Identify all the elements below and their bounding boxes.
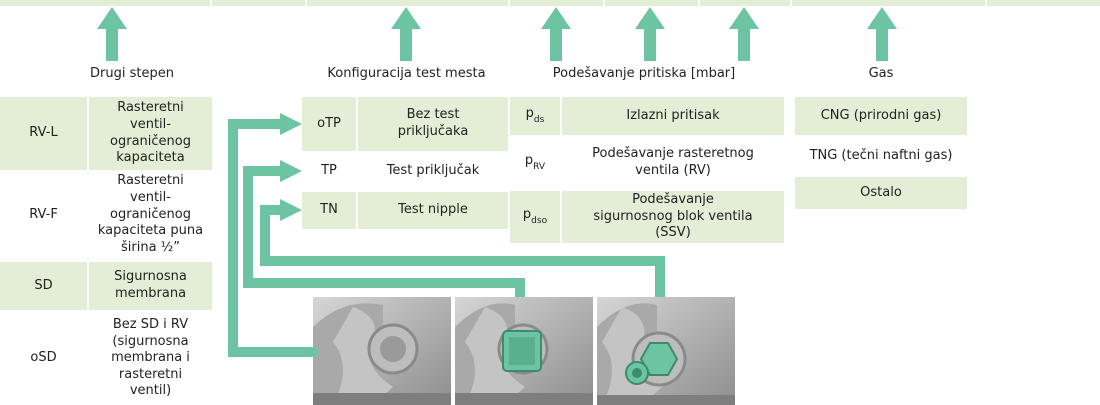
valve-photo-icon [455, 297, 593, 405]
second-stage-code: RV-L [0, 97, 87, 170]
connector-line [243, 166, 525, 297]
strip-separator [698, 0, 700, 6]
second-stage-code: SD [0, 262, 87, 310]
pressure-symbol-p: p [524, 152, 534, 168]
header-second-stage: Drugi stepen [90, 66, 174, 81]
up-arrow-icon [97, 7, 127, 61]
test-config-desc: Test priključak [386, 163, 480, 179]
connector-line [260, 205, 665, 297]
arrowhead-icon [280, 113, 302, 135]
gas-option: Ostalo [795, 177, 967, 209]
test-config-desc: Bez test priključaka [358, 97, 508, 151]
connector-line [228, 119, 318, 357]
valve-photo-icon [313, 297, 451, 405]
second-stage-desc: Rasteretni ventil-ograničenog kapaciteta [89, 97, 212, 170]
test-config-code: oTP [302, 97, 356, 151]
arrowhead-icon [280, 160, 302, 182]
up-arrow-icon [867, 7, 897, 61]
pressure-symbol-subscript: ds [533, 114, 545, 125]
pressure-desc: Podešavanje rasteretnog ventila (RV) [592, 146, 754, 178]
up-arrow-icon [541, 7, 571, 61]
strip-separator [985, 0, 987, 6]
photo-no-test-port [313, 297, 451, 405]
up-arrow-icon [729, 7, 759, 61]
pressure-desc: Izlazni pritisak [562, 97, 784, 135]
pressure-desc: Podešavanje sigurnosnog blok ventila (SS… [562, 191, 784, 243]
top-strip [0, 0, 1100, 6]
second-stage-code: RV-F [29, 206, 58, 222]
pressure-symbol-p: p [522, 206, 532, 222]
second-stage-desc: Bez SD i RV (sigurnosna membrana i raste… [111, 316, 190, 399]
up-arrow-icon [635, 7, 665, 61]
strip-separator [508, 0, 510, 6]
strip-separator [305, 0, 307, 6]
second-stage-desc: Sigurnosna membrana [89, 262, 212, 310]
second-stage-desc: Rasteretni ventil-ograničenog kapaciteta… [97, 173, 204, 255]
up-arrow-icon [391, 7, 421, 61]
test-config-code: TN [302, 192, 356, 229]
second-stage-code: oSD [30, 350, 57, 366]
header-pressure: Podešavanje pritiska [mbar] [552, 66, 736, 81]
strip-separator [603, 0, 605, 6]
test-config-desc: Test nipple [358, 192, 508, 229]
strip-separator [790, 0, 792, 6]
photo-test-port [455, 297, 593, 405]
pressure-symbol-p: p [525, 105, 534, 121]
test-config-code: TP [321, 163, 337, 179]
header-test-config: Konfiguracija test mesta [327, 66, 486, 81]
pressure-symbol-subscript: RV [533, 161, 546, 172]
header-gas: Gas [868, 66, 894, 81]
photo-test-nipple [597, 297, 735, 405]
pressure-symbol-subscript: dso [531, 215, 548, 226]
strip-separator [210, 0, 212, 6]
arrowhead-icon [280, 199, 302, 221]
valve-photo-icon [597, 297, 735, 405]
gas-option: TNG (tečni naftni gas) [809, 147, 953, 163]
gas-option: CNG (prirodni gas) [795, 97, 967, 135]
